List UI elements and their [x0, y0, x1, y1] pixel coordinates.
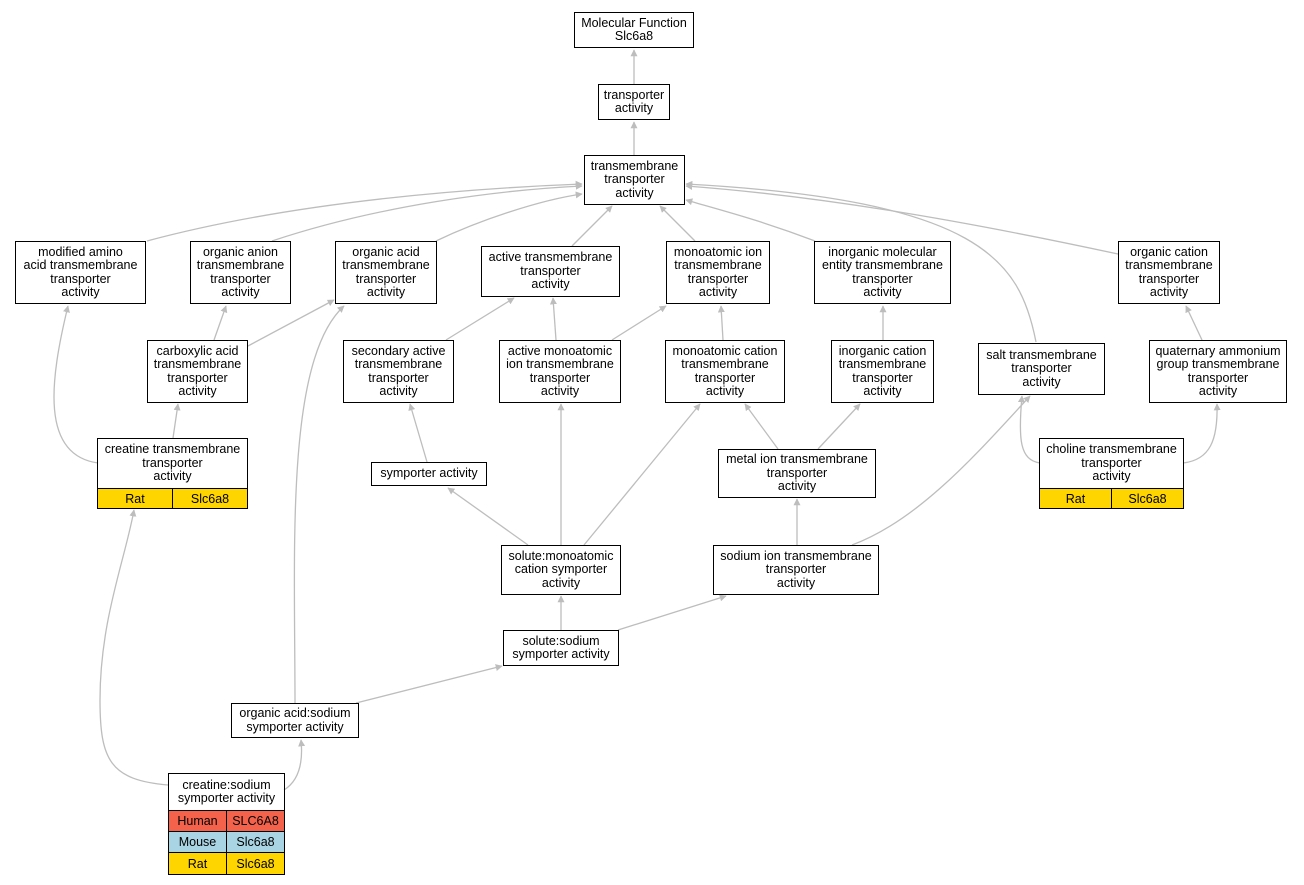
node-label: carboxylic acid transmembrane transporte…: [153, 343, 242, 398]
edge-orgacidsodium-orgacid: [293, 305, 345, 704]
node-transporter-activity[interactable]: transporter activity: [598, 84, 670, 120]
node-active-tmt[interactable]: active transmembrane transporter activit…: [481, 246, 620, 297]
node-organic-cation-tmt[interactable]: organic cation transmembrane transporter…: [1118, 241, 1220, 304]
gene-symbol: Slc6a8: [226, 853, 284, 874]
gene-symbol: Slc6a8: [172, 489, 247, 508]
edge-sodiumion-salt: [851, 395, 1031, 546]
node-solute-monoatomic-cation-symporter[interactable]: solute:monoatomic cation symporter activ…: [501, 545, 621, 595]
edge-metalion-inorgcation: [817, 403, 861, 450]
edge-solutesodium-sodiumion: [617, 594, 727, 631]
species-name: Rat: [1065, 491, 1086, 506]
node-label: choline transmembrane transporter activi…: [1040, 439, 1183, 489]
species-name: Rat: [187, 856, 208, 871]
node-label: active transmembrane transporter activit…: [488, 250, 613, 292]
node-label: organic acid transmembrane transporter a…: [342, 244, 430, 299]
node-quaternary-ammonium-tmt[interactable]: quaternary ammonium group transmembrane …: [1149, 340, 1287, 403]
node-organic-anion-tmt[interactable]: organic anion transmembrane transporter …: [190, 241, 291, 304]
node-organic-acid-tmt[interactable]: organic acid transmembrane transporter a…: [335, 241, 437, 304]
node-inorganic-cation-tmt[interactable]: inorganic cation transmembrane transport…: [831, 340, 934, 403]
edge-organion-tmt: [271, 182, 583, 242]
node-label: organic anion transmembrane transporter …: [196, 244, 285, 299]
node-sodium-ion-tmt[interactable]: sodium ion transmembrane transporter act…: [713, 545, 879, 595]
edge-monocation-monoion: [717, 305, 725, 341]
species-name: Mouse: [178, 835, 217, 849]
node-label: symporter activity: [380, 466, 478, 481]
node-active-monoatomic-ion-tmt[interactable]: active monoatomic ion transmembrane tran…: [499, 340, 621, 403]
edge-activemono-monoion: [611, 305, 667, 341]
node-monoatomic-ion-tmt[interactable]: monoatomic ion transmembrane transporter…: [666, 241, 770, 304]
edge-modamino-tmt: [146, 180, 583, 242]
node-creatine-sodium-symporter[interactable]: creatine:sodium symporter activity Human…: [168, 773, 285, 875]
edge-carboxylic-orgacid: [247, 299, 335, 347]
edge-inorgmol-tmt: [685, 198, 816, 242]
edge-solutemono-monocation: [583, 403, 701, 546]
species-name: Human: [177, 814, 218, 828]
species-row-rat: Rat Slc6a8: [169, 853, 284, 874]
edge-orgacid-tmt: [435, 191, 583, 242]
species-row-human: Human SLC6A8: [169, 811, 284, 832]
node-choline-tmt[interactable]: choline transmembrane transporter activi…: [1039, 438, 1184, 509]
edge-symporter-secactive: [408, 403, 428, 463]
node-solute-sodium-symporter[interactable]: solute:sodium symporter activity: [503, 630, 619, 666]
node-label: monoatomic ion transmembrane transporter…: [673, 244, 763, 299]
node-label: transmembrane transporter activity: [590, 158, 679, 200]
node-label: organic cation transmembrane transporter…: [1125, 244, 1213, 299]
edge-salt-tmt: [685, 180, 1037, 343]
node-label: solute:monoatomic cation symporter activ…: [508, 548, 614, 590]
species-row-rat: Rat Slc6a8: [1040, 489, 1183, 508]
edge-monoion-tmt: [659, 205, 696, 242]
edge-choline-salt: [1017, 395, 1041, 464]
species-name: Rat: [125, 491, 145, 506]
edge-creatinetmt-carboxylic: [172, 403, 181, 439]
node-transmembrane-transporter-activity[interactable]: transmembrane transporter activity: [584, 155, 685, 205]
node-label: transporter activity: [603, 87, 665, 115]
node-label: sodium ion transmembrane transporter act…: [720, 548, 872, 590]
node-label: creatine transmembrane transporter activ…: [98, 439, 247, 489]
node-label: solute:sodium symporter activity: [512, 633, 610, 661]
node-label: monoatomic cation transmembrane transpor…: [672, 343, 778, 398]
edge-secactive-active: [445, 297, 515, 341]
edges: [53, 49, 1221, 791]
edge-active-tmt: [571, 205, 613, 247]
node-label: organic acid:sodium symporter activity: [239, 706, 351, 734]
edge-creatinesodium-creatinetmt: [99, 509, 169, 786]
node-label: inorganic cation transmembrane transport…: [838, 343, 927, 398]
node-label: secondary active transmembrane transport…: [351, 343, 446, 398]
species-row-rat: Rat Slc6a8: [98, 489, 247, 508]
node-molecular-function[interactable]: Molecular Function Slc6a8: [574, 12, 694, 48]
edge-orgacidsodium-solutesodium: [355, 664, 503, 704]
node-label: creatine:sodium symporter activity: [169, 774, 284, 811]
edge-activemono-active: [549, 297, 557, 341]
edge-solutemono-symporter: [447, 487, 529, 546]
node-monoatomic-cation-tmt[interactable]: monoatomic cation transmembrane transpor…: [665, 340, 785, 403]
node-symporter-activity[interactable]: symporter activity: [371, 462, 487, 486]
node-organic-acid-sodium-symporter[interactable]: organic acid:sodium symporter activity: [231, 703, 359, 738]
node-salt-tmt[interactable]: salt transmembrane transporter activity: [978, 343, 1105, 395]
node-secondary-active-tmt[interactable]: secondary active transmembrane transport…: [343, 340, 454, 403]
node-label: metal ion transmembrane transporter acti…: [726, 452, 868, 494]
edge-quat-orgcation: [1185, 305, 1203, 341]
node-carboxylic-acid-tmt[interactable]: carboxylic acid transmembrane transporte…: [147, 340, 248, 403]
node-modified-amino-acid-tmt[interactable]: modified amino acid transmembrane transp…: [15, 241, 146, 304]
node-metal-ion-tmt[interactable]: metal ion transmembrane transporter acti…: [718, 449, 876, 498]
node-label: inorganic molecular entity transmembrane…: [822, 244, 943, 299]
edge-creatinetmt-modamino: [53, 305, 99, 464]
node-label: active monoatomic ion transmembrane tran…: [506, 343, 614, 398]
node-label: modified amino acid transmembrane transp…: [23, 244, 138, 299]
edge-creatinesodium-orgacidsodium: [283, 739, 306, 791]
node-creatine-tmt[interactable]: creatine transmembrane transporter activ…: [97, 438, 248, 509]
species-row-mouse: Mouse Slc6a8: [169, 832, 284, 853]
edge-metalion-monocation: [744, 403, 779, 450]
gene-symbol: Slc6a8: [1111, 489, 1183, 508]
gene-symbol: SLC6A8: [226, 811, 284, 831]
node-inorganic-molecular-entity-tmt[interactable]: inorganic molecular entity transmembrane…: [814, 241, 951, 304]
node-label: quaternary ammonium group transmembrane …: [1155, 343, 1281, 398]
edge-choline-quat: [1182, 403, 1221, 464]
gene-symbol: Slc6a8: [226, 832, 284, 852]
node-label: Molecular Function Slc6a8: [581, 15, 687, 43]
edge-carboxylic-organion: [213, 305, 228, 341]
node-label: salt transmembrane transporter activity: [986, 347, 1097, 389]
